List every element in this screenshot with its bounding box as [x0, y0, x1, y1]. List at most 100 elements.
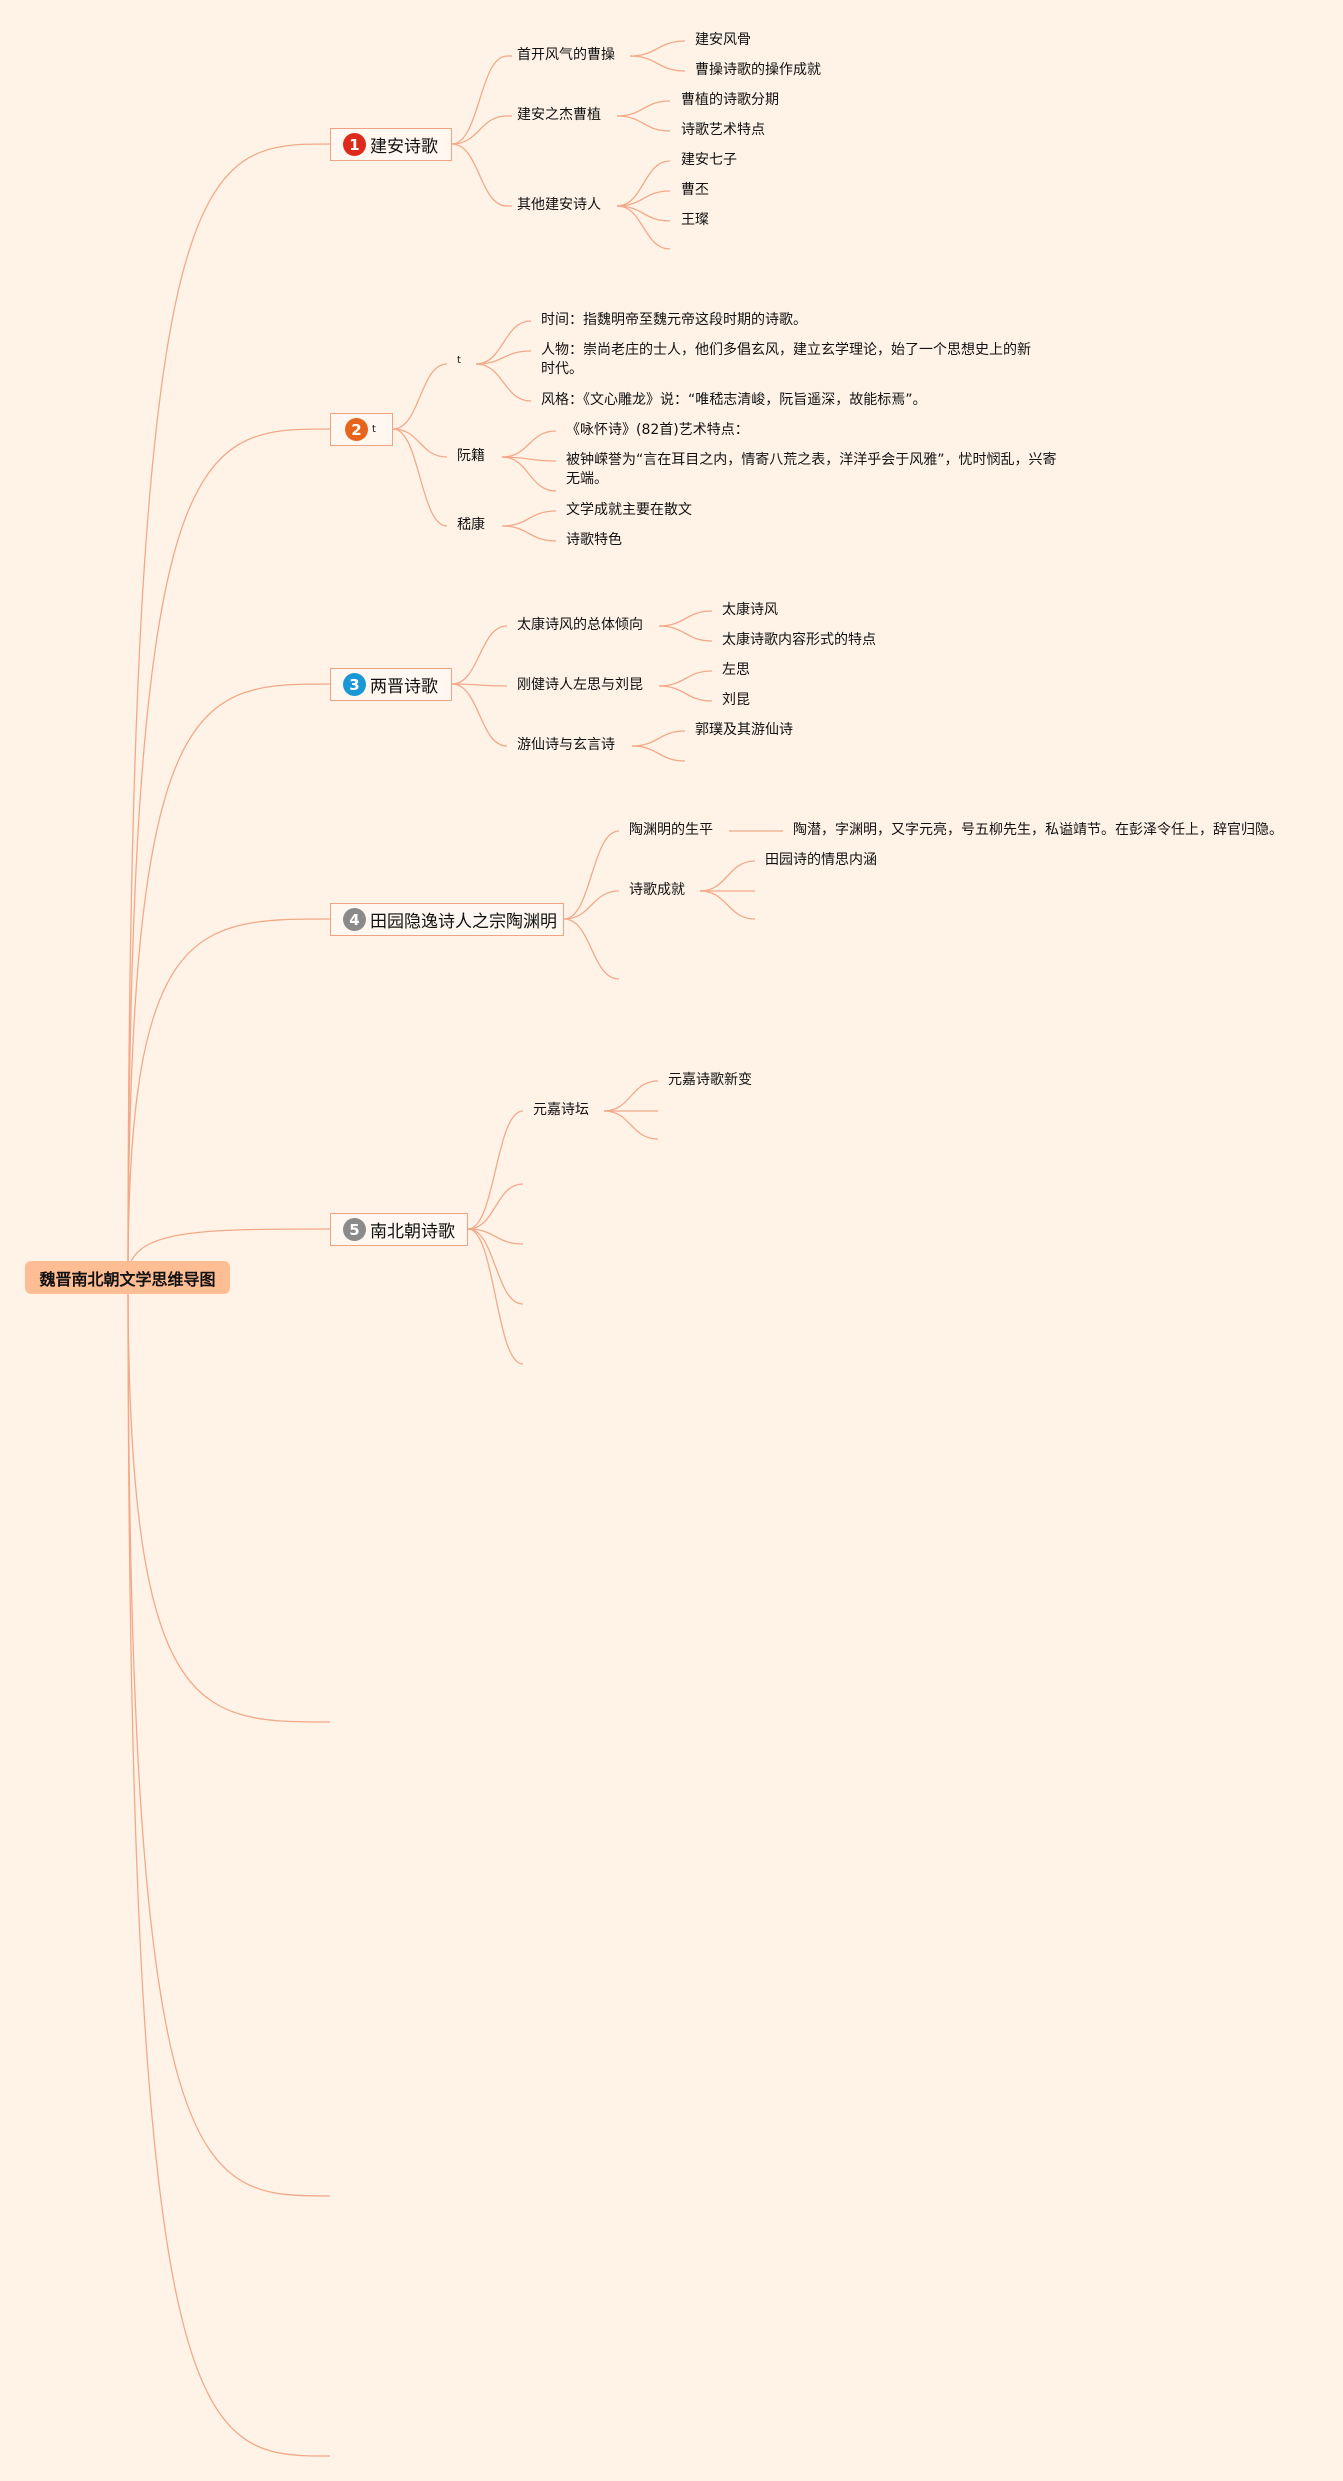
root-topic[interactable]: 魏晋南北朝文学思维导图	[25, 1261, 230, 1294]
connector-line	[467, 1228, 524, 1305]
subtopic[interactable]: 元嘉诗坛	[533, 1102, 589, 1118]
subtopic[interactable]: 太康诗风的总体倾向	[517, 617, 643, 633]
leaf-topic[interactable]: 曹丕	[681, 182, 709, 198]
connector-line	[451, 55, 508, 145]
connector-line	[475, 363, 532, 402]
number-badge-icon: 3	[343, 673, 366, 696]
branch-label: 两晋诗歌	[370, 677, 438, 697]
connector-line	[699, 890, 756, 920]
leaf-topic[interactable]: 被钟嵘誉为“言在耳目之内，情寄八荒之表，洋洋乎会于风雅”，忧时悯乱，兴寄无端。	[566, 452, 1057, 487]
branch-5-topic[interactable]: 5 南北朝诗歌	[330, 1213, 468, 1246]
branch-4-topic[interactable]: 4 田园隐逸诗人之宗陶渊明	[330, 903, 564, 936]
branch-label: 建安诗歌	[370, 137, 438, 157]
connector-line	[616, 205, 671, 222]
leaf-topic[interactable]: 陶潜，字渊明，又字元亮，号五柳先生，私谥靖节。在彭泽令任上，辞官归隐。	[793, 822, 1283, 838]
connector-line	[127, 683, 331, 1278]
connector-line	[451, 115, 508, 145]
subtopic[interactable]: t	[457, 355, 461, 366]
connector-line	[658, 625, 713, 642]
connector-line	[501, 510, 557, 527]
connector-line	[658, 670, 713, 687]
branch-label: t	[372, 424, 376, 435]
connector-line	[563, 918, 620, 980]
connector-line	[501, 430, 557, 458]
connector-line	[475, 320, 532, 365]
leaf-topic[interactable]: 田园诗的情思内涵	[765, 852, 877, 868]
leaf-topic[interactable]: 太康诗歌内容形式的特点	[722, 632, 876, 648]
connector-line	[451, 683, 508, 687]
connector-line	[631, 730, 686, 747]
leaf-topic[interactable]: 诗歌艺术特点	[681, 122, 765, 138]
connector-line	[451, 683, 508, 747]
number-badge-icon: 2	[345, 418, 368, 441]
connector-line	[616, 160, 671, 207]
subtopic[interactable]: 刚健诗人左思与刘昆	[517, 677, 643, 693]
branch-label: 田园隐逸诗人之宗陶渊明	[370, 912, 557, 932]
leaf-topic[interactable]: 风格：《文心雕龙》说：“唯嵇志清峻，阮旨遥深，故能标焉”。	[541, 392, 927, 408]
connector-line	[658, 610, 713, 627]
subtopic[interactable]: 游仙诗与玄言诗	[517, 737, 615, 753]
connector-line	[699, 860, 756, 892]
branch-2-topic[interactable]: 2 t	[330, 413, 393, 446]
connector-line	[127, 1276, 331, 2457]
connector-line	[658, 685, 713, 702]
connector-line	[127, 1276, 331, 1723]
subtopic[interactable]: 阮籍	[457, 448, 485, 464]
connector-line	[629, 55, 686, 72]
connector-line	[392, 428, 448, 458]
connector-line	[616, 100, 671, 117]
leaf-topic[interactable]: 左思	[722, 662, 750, 678]
connector-line	[127, 1276, 331, 2197]
connector-line	[603, 1080, 659, 1112]
branch-1-topic[interactable]: 1 建安诗歌	[330, 128, 452, 161]
connector-line	[127, 918, 331, 1278]
connector-line	[467, 1183, 524, 1230]
leaf-topic[interactable]: 人物：崇尚老庄的士人，他们多倡玄风，建立玄学理论，始了一个思想史上的新时代。	[541, 342, 1031, 377]
subtopic[interactable]: 嵇康	[457, 517, 485, 533]
connector-line	[563, 830, 620, 920]
connector-line	[467, 1110, 524, 1230]
leaf-topic[interactable]: 元嘉诗歌新变	[668, 1072, 752, 1088]
connector-line	[501, 525, 557, 542]
connector-line	[127, 428, 331, 1278]
connector-line	[631, 745, 686, 762]
connector-line	[603, 1110, 659, 1140]
leaf-topic[interactable]: 王璨	[681, 212, 709, 228]
leaf-topic[interactable]: 刘昆	[722, 692, 750, 708]
branch-3-topic[interactable]: 3 两晋诗歌	[330, 668, 452, 701]
connector-line	[392, 428, 448, 527]
branch-label: 南北朝诗歌	[370, 1222, 455, 1242]
leaf-topic[interactable]: 建安七子	[681, 152, 737, 168]
leaf-topic[interactable]: 诗歌特色	[566, 532, 622, 548]
subtopic[interactable]: 建安之杰曹植	[517, 107, 601, 123]
leaf-topic[interactable]: 《咏怀诗》(82首)艺术特点：	[566, 422, 749, 438]
number-badge-icon: 5	[343, 1218, 366, 1241]
connector-line	[629, 40, 686, 57]
connector-line	[467, 1228, 524, 1365]
leaf-topic[interactable]: 太康诗风	[722, 602, 778, 618]
number-badge-icon: 1	[343, 133, 366, 156]
connector-line	[563, 890, 620, 920]
connector-line	[127, 143, 331, 1278]
connector-line	[616, 205, 671, 250]
connector-line	[392, 363, 448, 430]
connector-line	[451, 625, 508, 685]
leaf-topic[interactable]: 曹植的诗歌分期	[681, 92, 779, 108]
subtopic[interactable]: 陶渊明的生平	[629, 822, 713, 838]
leaf-topic[interactable]: 曹操诗歌的操作成就	[695, 62, 821, 78]
connector-line	[475, 350, 532, 365]
connector-line	[467, 1228, 524, 1245]
leaf-topic[interactable]: 文学成就主要在散文	[566, 502, 692, 518]
subtopic[interactable]: 其他建安诗人	[517, 197, 601, 213]
connector-line	[451, 143, 508, 207]
connector-line	[616, 115, 671, 132]
subtopic[interactable]: 首开风气的曹操	[517, 47, 615, 63]
number-badge-icon: 4	[343, 908, 366, 931]
leaf-topic[interactable]: 建安风骨	[695, 32, 751, 48]
leaf-topic[interactable]: 时间：指魏明帝至魏元帝这段时期的诗歌。	[541, 312, 807, 328]
leaf-topic[interactable]: 郭璞及其游仙诗	[695, 722, 793, 738]
connector-line	[501, 456, 557, 492]
subtopic[interactable]: 诗歌成就	[629, 882, 685, 898]
